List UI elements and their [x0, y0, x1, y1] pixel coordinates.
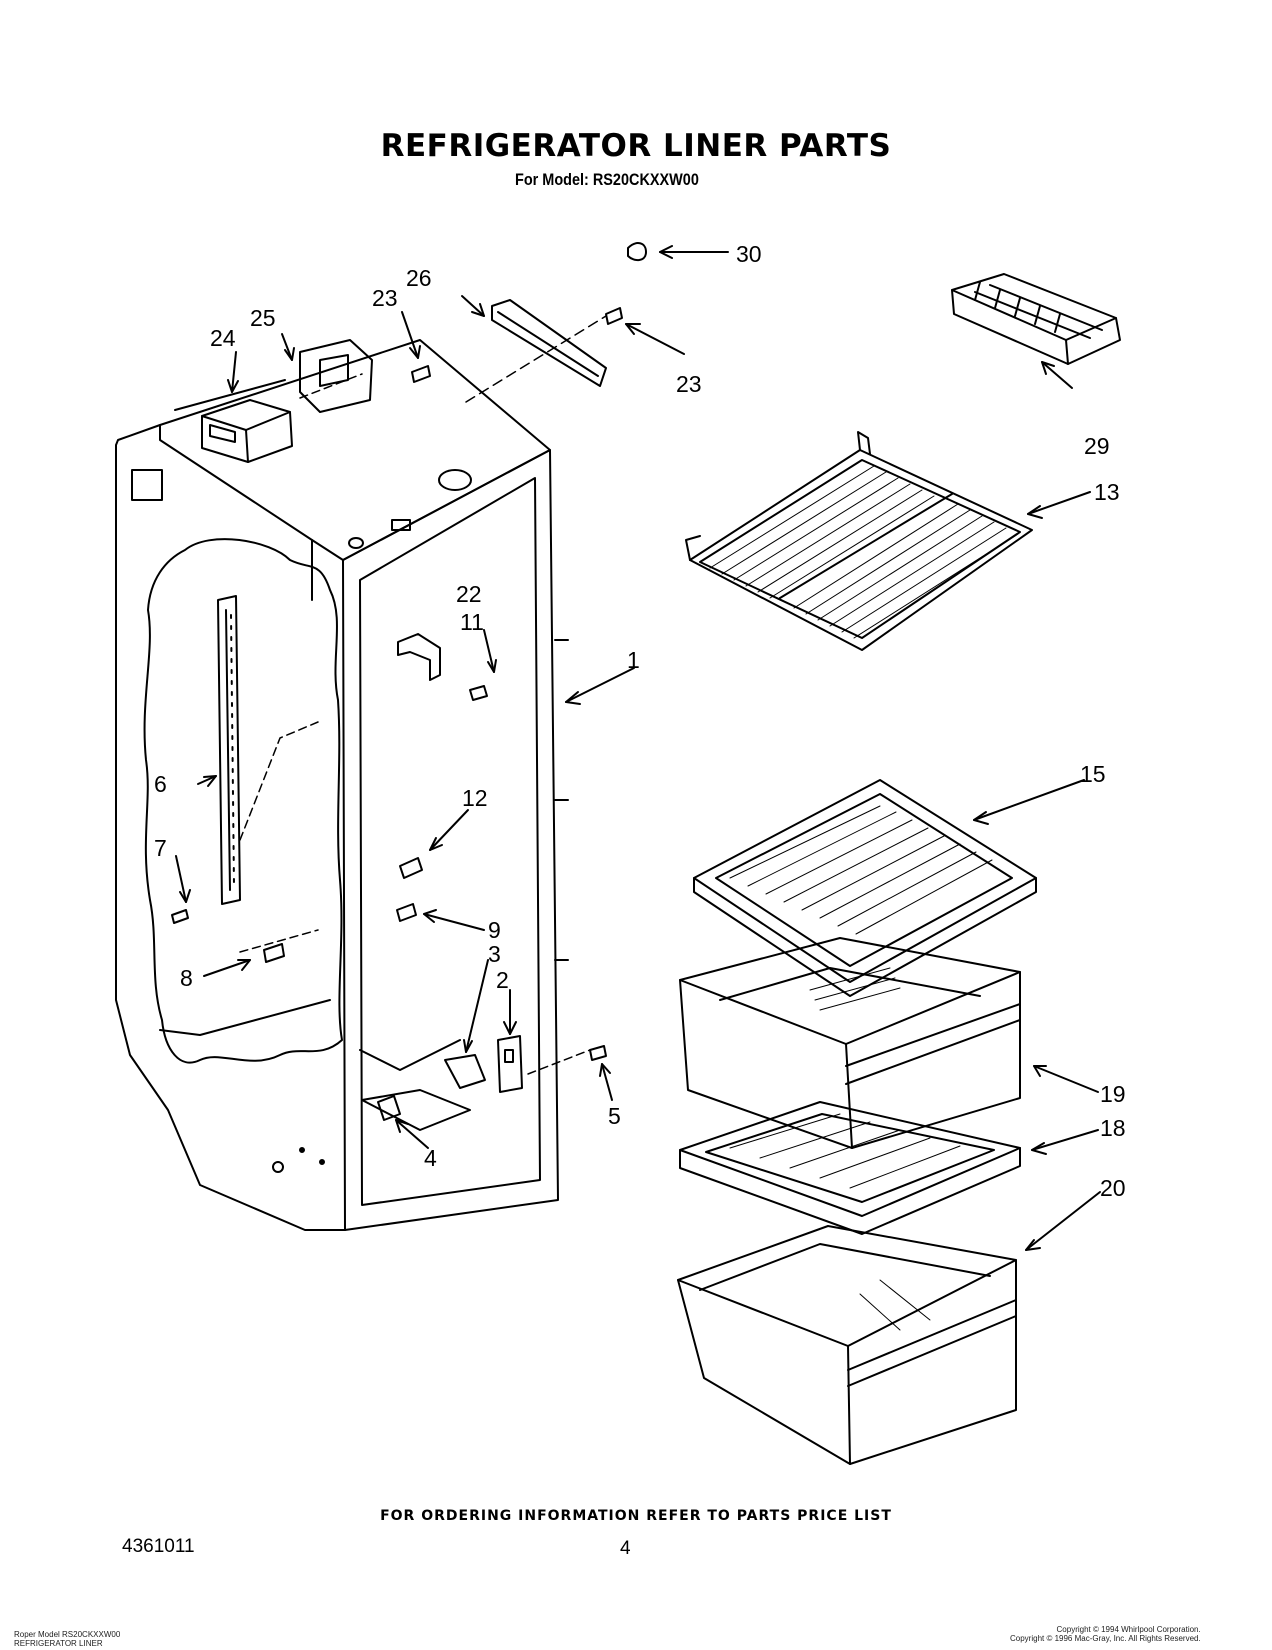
bottom-left-line2: REFRIGERATOR LINER [14, 1639, 103, 1648]
document-number: 4361011 [122, 1536, 195, 1557]
callout-23-right: 23 [676, 371, 702, 397]
part-18-shelf [679, 1101, 1021, 1235]
ordering-note: FOR ORDERING INFORMATION REFER TO PARTS … [380, 1508, 892, 1524]
copyright-notice: Copyright © 1994 Whirlpool Corporation. … [1010, 1625, 1201, 1643]
callout-25: 25 [250, 305, 276, 331]
bottom-left-caption: Roper Model RS20CKXXW00 REFRIGERATOR LIN… [14, 1630, 120, 1648]
part-13-wire-shelf [685, 431, 1033, 651]
callout-4: 4 [424, 1145, 437, 1171]
bottom-left-line1: Roper Model RS20CKXXW00 [14, 1630, 121, 1639]
callout-6: 6 [154, 771, 167, 797]
part-26-rail [491, 299, 607, 387]
model-subtitle: For Model: RS20CKXXW00 [515, 170, 699, 189]
callout-20: 20 [1100, 1175, 1126, 1201]
callout-8: 8 [180, 965, 193, 991]
callout-23-left: 23 [372, 285, 398, 311]
callout-11: 11 [460, 609, 484, 635]
small-parts [171, 242, 647, 1121]
callout-2: 2 [496, 967, 509, 993]
callout-5: 5 [608, 1103, 621, 1129]
copyright-line1: Copyright © 1994 Whirlpool Corporation. [1056, 1625, 1201, 1634]
part-24-25-housing [201, 339, 373, 463]
callout-30: 30 [736, 241, 762, 267]
callout-7: 7 [154, 835, 167, 861]
callout-9: 9 [488, 917, 501, 943]
callout-15: 15 [1080, 761, 1106, 787]
callout-29: 29 [1084, 433, 1110, 459]
callout-19: 19 [1100, 1081, 1126, 1107]
leader-lines [239, 315, 607, 1075]
part-15-crisper-cover [693, 779, 1037, 997]
callout-18: 18 [1100, 1115, 1126, 1141]
callout-12: 12 [462, 785, 488, 811]
callout-1: 1 [627, 647, 640, 673]
callout-13: 13 [1094, 479, 1120, 505]
part-6-rail [217, 595, 241, 905]
page-number: 4 [620, 1538, 631, 1559]
copyright-line2: Copyright © 1996 Mac-Gray, Inc. All Righ… [1010, 1634, 1201, 1643]
liner-cabinet [115, 339, 569, 1231]
callout-arrows [175, 245, 1101, 1251]
callout-24: 24 [210, 325, 236, 351]
part-19-crisper-drawer [679, 937, 1021, 1149]
callout-26: 26 [406, 265, 432, 291]
callout-3: 3 [488, 941, 501, 967]
part-29-ice-tray [951, 273, 1121, 365]
callout-22: 22 [456, 581, 482, 607]
part-20-drawer [677, 1225, 1017, 1465]
page-title: REFRIGERATOR LINER PARTS [380, 128, 892, 164]
